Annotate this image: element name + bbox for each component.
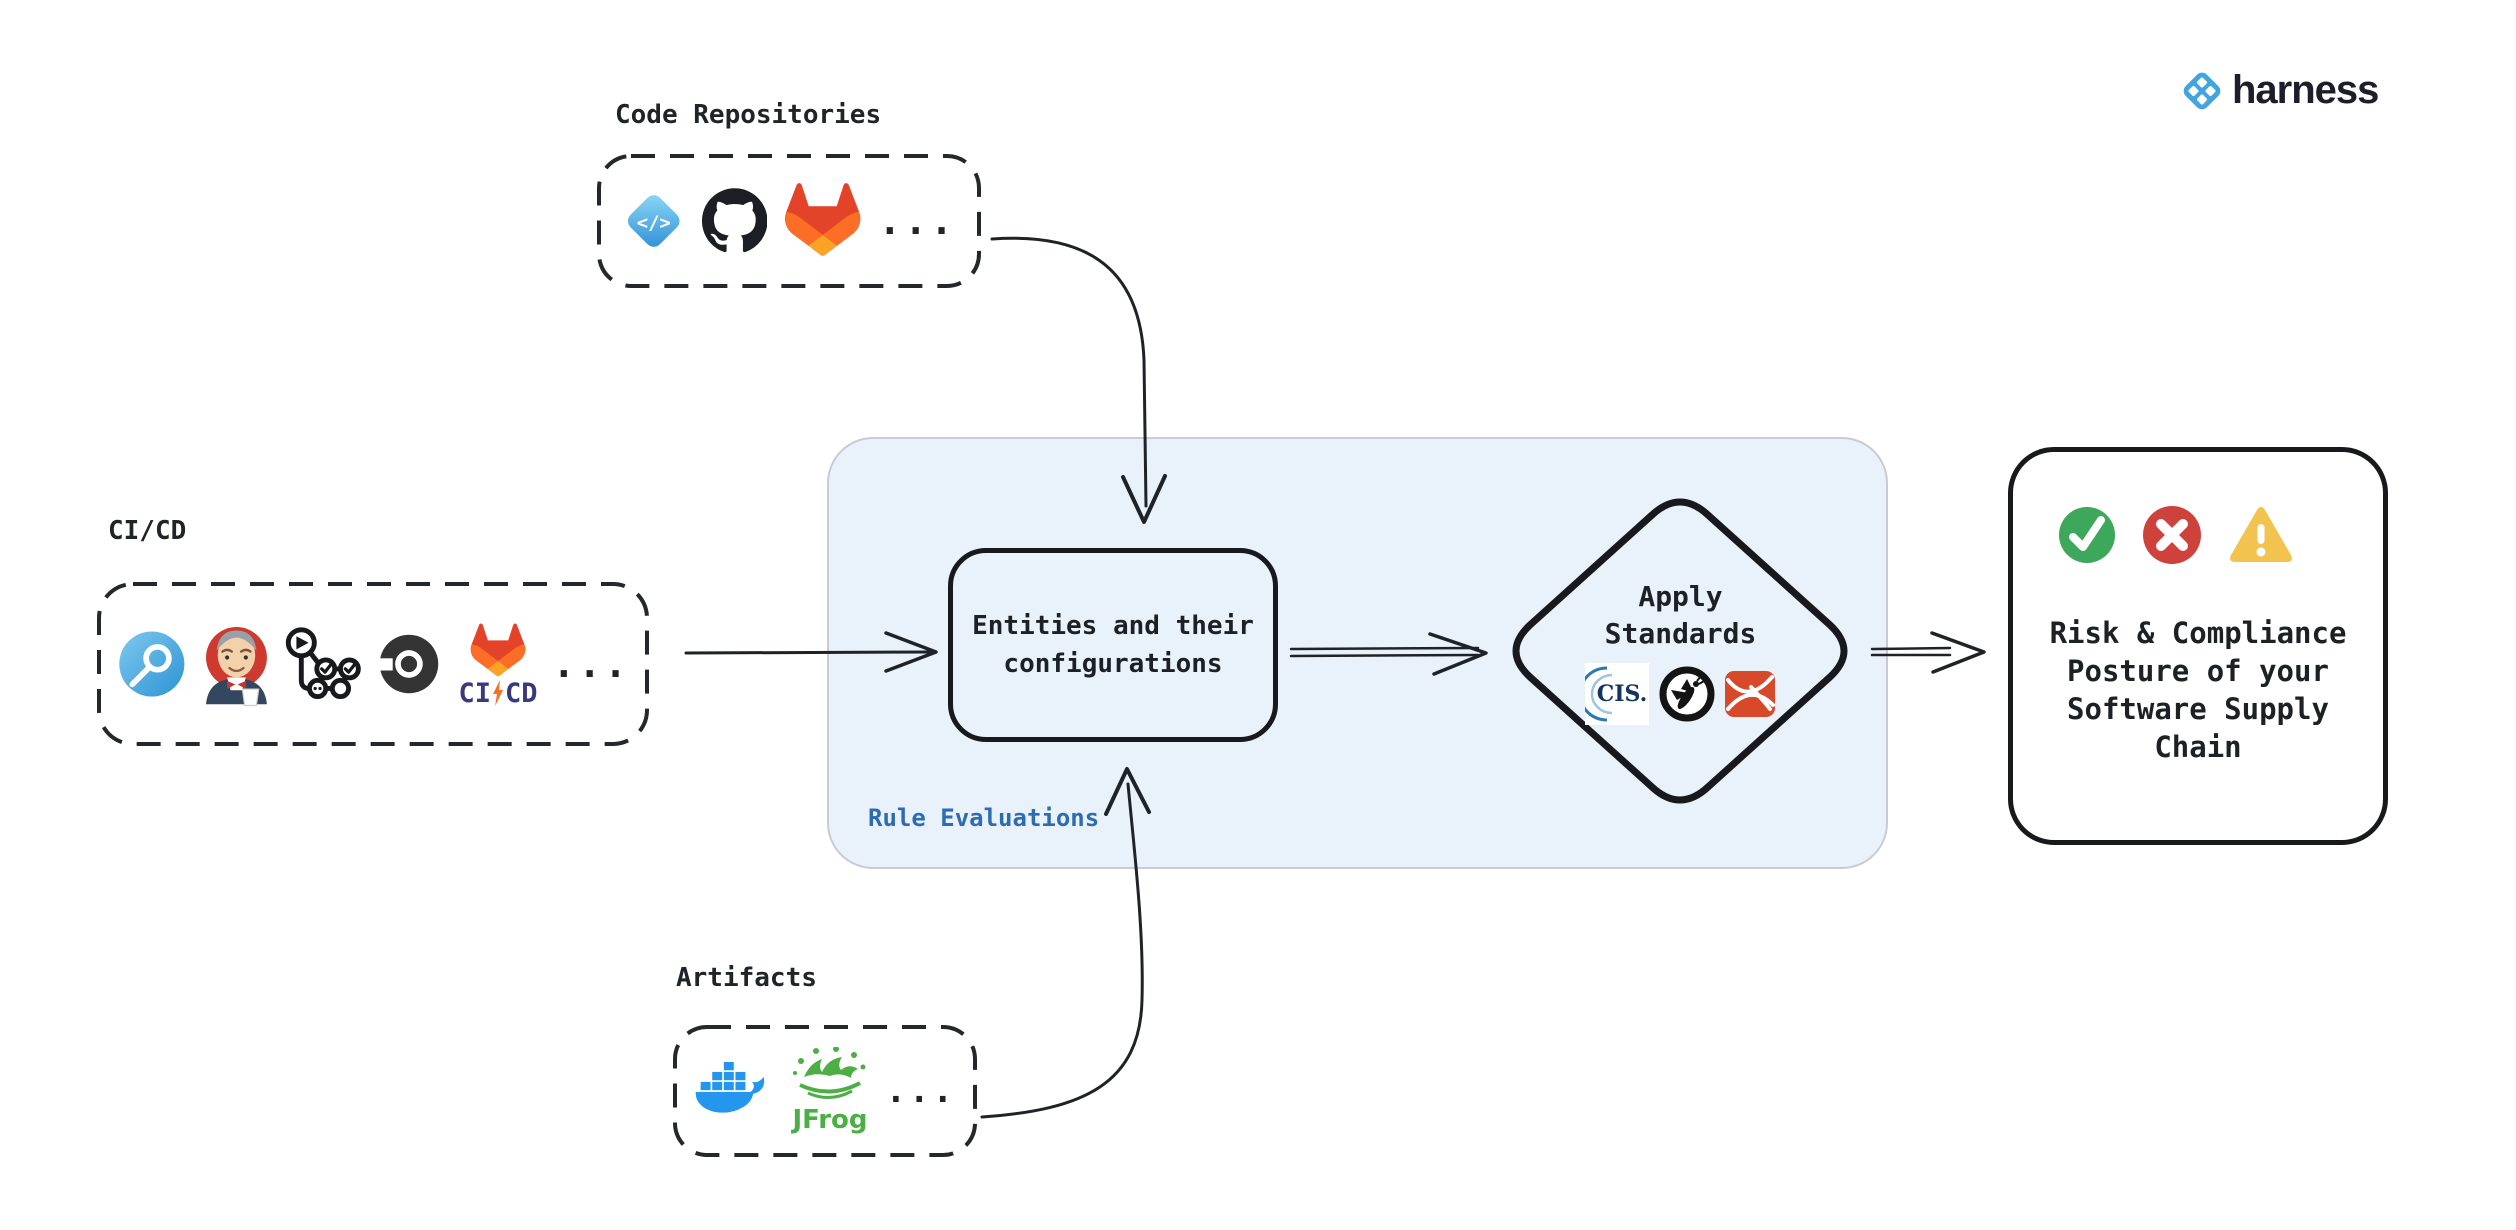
cis-arcs [1585,666,1613,722]
artifacts-box [673,1025,977,1157]
github-icon [701,188,767,253]
cicd-box [97,582,649,746]
cis-icon: CIS. [1585,663,1649,725]
brand: harness [2180,68,2379,113]
apply-standards-diamond [1512,498,1848,804]
code-repositories-label: Code Repositories [615,100,882,130]
x-circle-icon [2143,506,2201,564]
apply-standards-label: Apply Standards [1604,580,1757,650]
entities-box: Entities and their configurations [948,548,1278,742]
lightning-bolt-icon [493,680,504,706]
harness-ci-icon [119,631,185,697]
gitlab-cicd-icon: CI CD [455,622,542,707]
svg-text:</>: </> [637,213,671,234]
github-actions-icon [285,627,361,700]
circleci-icon [373,634,439,694]
artifacts-more: ... [885,1071,956,1111]
artifacts-icons: JFrog ... [672,1024,978,1158]
code-repositories-icons: </> ... [596,153,982,289]
jfrog-wordmark: JFrog [790,1105,867,1135]
red-ribbon-standard-icon [1725,671,1775,717]
docker-icon [695,1061,765,1113]
apply-standards-icons: CIS. [1585,663,1775,725]
gitlab-icon [785,183,861,256]
gitlab-fox-icon [470,623,526,676]
outcome-text: Risk & Compliance Posture of your Softwa… [2049,616,2347,764]
warning-triangle-icon [2230,507,2292,562]
code-repo-icon: </> [627,195,680,247]
svg-text:JFrog: JFrog [790,1105,867,1135]
jenkins-icon [205,626,267,706]
cicd-label: CI/CD [108,516,187,546]
jfrog-splash-icon [792,1047,866,1099]
code-repositories-more: ... [878,199,956,243]
cis-wordmark: CIS. [1596,681,1648,707]
gitlab-cicd-wordmark: CI CD [459,680,538,707]
artifacts-label: Artifacts [676,963,817,993]
harness-wordmark: harness [2232,68,2379,112]
code-repositories-box [597,154,981,288]
owasp-icon [1659,666,1715,722]
check-circle-icon [2059,507,2115,563]
jfrog-icon: JFrog [788,1047,872,1135]
rule-evaluations-label: Rule Evaluations [868,804,1100,832]
harness-logo-icon [2183,72,2221,109]
gitlab-cd-text: CD [505,677,538,709]
cicd-icons: CI CD ... [96,581,650,747]
cicd-more: ... [552,642,630,686]
entities-box-text: Entities and their configurations [972,611,1254,679]
outcome-icons [2058,505,2294,565]
gitlab-ci-text: CI [458,677,492,709]
